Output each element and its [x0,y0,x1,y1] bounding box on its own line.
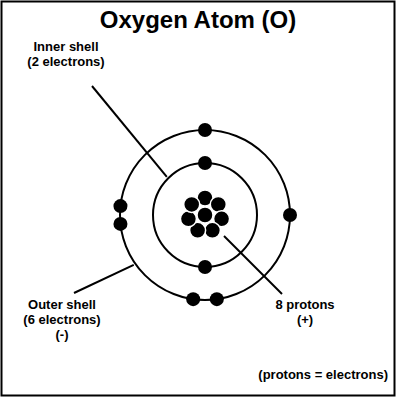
leader-lines [74,86,282,294]
atom-model [113,123,297,306]
electron-dot [210,292,224,306]
nucleus-label: 8 protons (+) [274,298,336,328]
proton-dot [180,211,196,227]
leader-line [92,86,167,177]
electron-dot [283,208,297,222]
note-label: (protons = electrons) [258,368,388,383]
electron-dot [113,217,127,231]
electron-dot [198,260,212,274]
leader-line [74,265,134,293]
leader-line [224,236,282,294]
electron-dot [198,156,212,170]
outer-shell-ring [120,130,290,300]
electron-dot [186,292,200,306]
diagram-title: Oxygen Atom (O) [100,6,296,34]
proton-dot [197,207,213,223]
proton-dot [184,196,200,212]
inner-shell-ring [153,163,257,267]
shell-label: Inner shell (2 electrons) [26,40,106,70]
proton-dot [210,196,226,212]
electron-dot [198,123,212,137]
proton-dot [204,222,220,238]
electron-dot [113,199,127,213]
shell-label: Outer shell (6 electrons) (-) [22,298,102,343]
